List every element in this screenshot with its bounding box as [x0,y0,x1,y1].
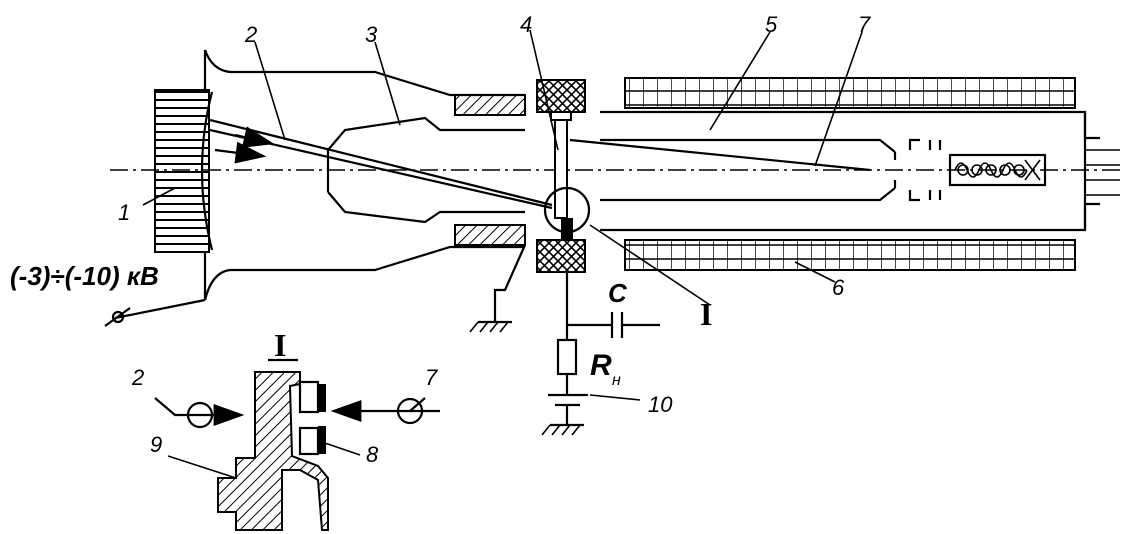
inset-label-2: 2 [131,365,144,390]
beam-arrow-1 [234,126,275,148]
reading-beam [569,138,871,172]
insulator-top [454,94,526,116]
leader-9 [167,455,237,479]
label-resistor-sub: н [612,372,621,389]
load-resistor [556,338,578,376]
label-resistor: R [590,349,612,382]
leader-1 [142,187,176,206]
inset-detail: I 2 7 9 8 [131,327,440,531]
label-7: 7 [858,12,871,37]
electron-gun-tube [600,138,897,202]
tube-envelope [203,49,1120,301]
leader-5 [709,31,771,131]
leader-detail-I [589,224,711,306]
label-1: 1 [118,200,130,225]
leader-7 [814,31,863,167]
label-capacitor: C [608,278,628,308]
target-mount-bottom [536,239,586,273]
voltage-lead [104,298,206,327]
target-mount-top [536,79,586,113]
output-circuit [541,272,660,436]
leader-3 [374,41,401,126]
target [543,111,591,240]
leader-8 [321,441,361,456]
ground-left [469,244,527,333]
gun-electrodes [908,138,1047,202]
focusing-coil-top [624,77,1076,109]
label-8: 8 [366,442,379,467]
label-2: 2 [244,22,257,47]
leader-2 [254,41,286,141]
label-6: 6 [832,275,845,300]
deflection-coil [624,239,1076,271]
inset-label-7: 7 [425,365,438,390]
label-10: 10 [648,392,673,417]
label-9: 9 [150,432,162,457]
leader-4 [529,29,559,151]
leader-10 [589,394,641,401]
label-4: 4 [520,12,532,37]
label-3: 3 [365,22,378,47]
label-voltage: (-3)÷(-10) кВ [10,261,159,291]
target-section [217,371,329,531]
label-5: 5 [765,12,778,37]
inset-title: I [274,327,286,363]
leader-6 [794,261,836,283]
beam-arrow-2 [214,141,267,164]
photoelectron-beam-upper [209,118,553,207]
insulator-bottom [454,224,526,246]
label-detail-I: I [700,296,712,332]
photocathode [154,89,214,253]
